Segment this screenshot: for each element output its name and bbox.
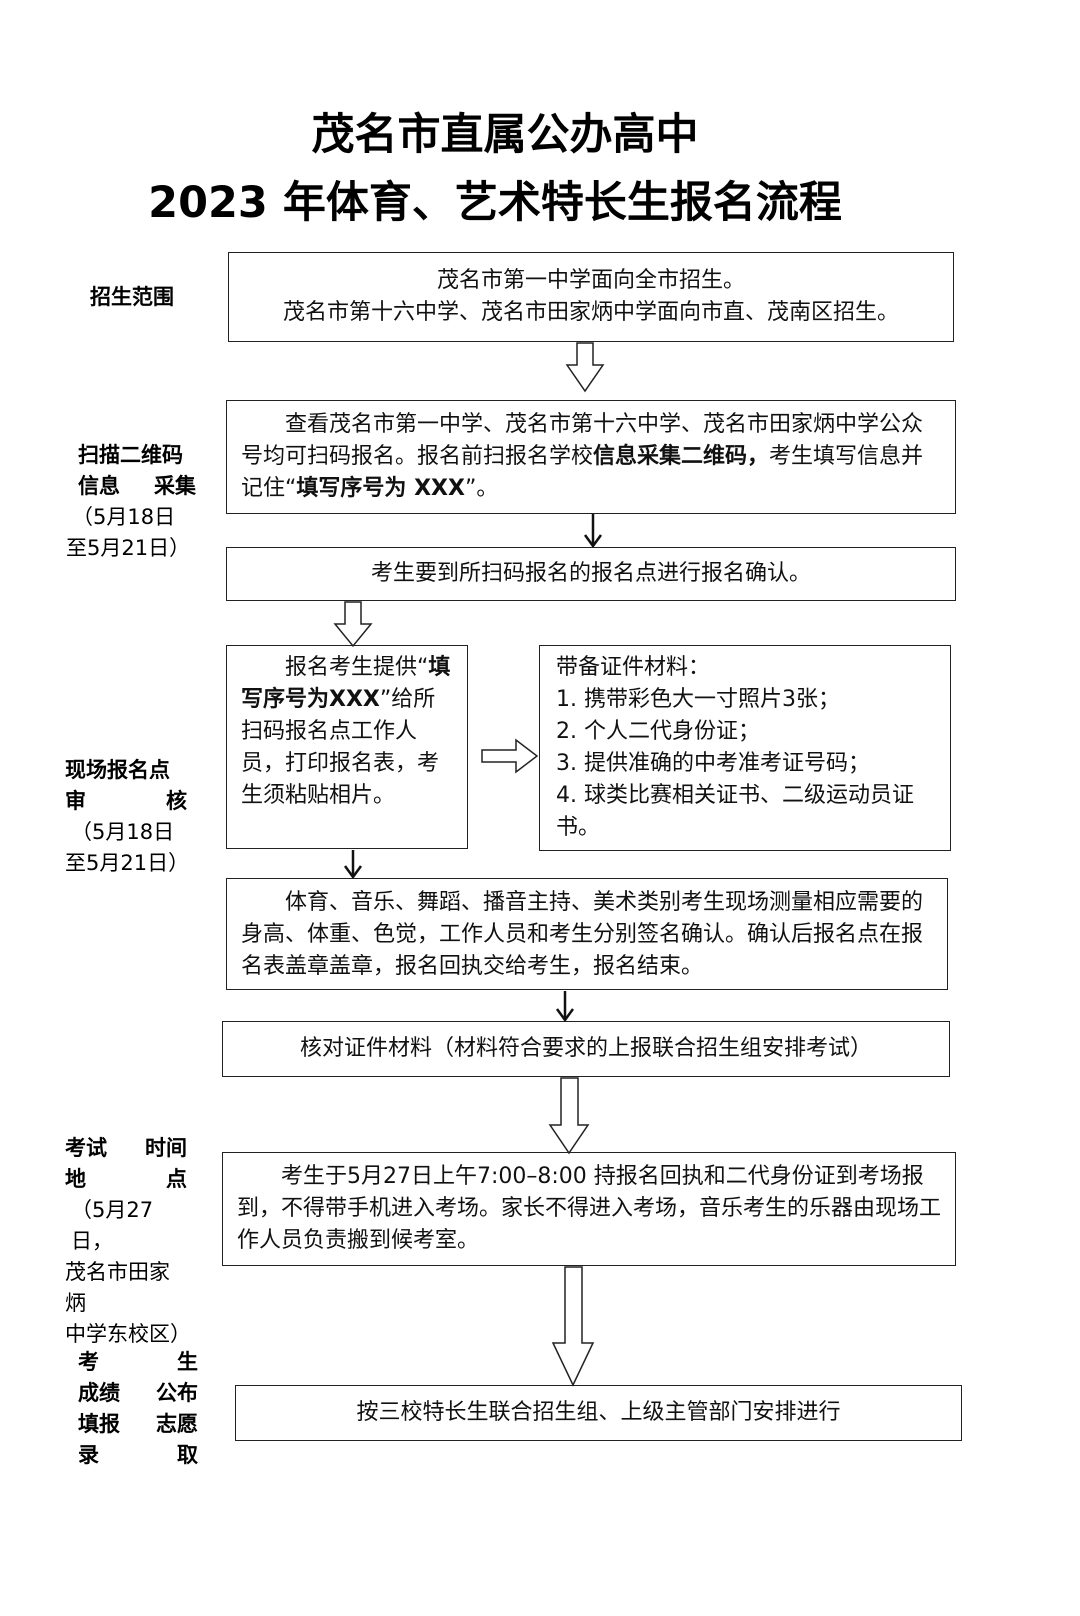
label-result-line1: 考 生 — [78, 1347, 198, 1378]
label-result-word2: 生 — [177, 1350, 198, 1374]
label-scan-date1: （5月18日 — [72, 505, 176, 529]
box-scope-line1: 茂名市第一中学面向全市招生。 — [436, 268, 745, 293]
label-audit-line2: 审 核 — [65, 786, 187, 817]
box-verify: 核对证件材料（材料符合要求的上报联合招生组安排考试） — [222, 1021, 950, 1077]
materials-title: 带备证件材料： — [556, 655, 711, 680]
arrow-hollow-down-icon — [565, 342, 605, 393]
box-scope-line2: 茂名市第十六中学、茂名市田家炳中学面向市直、茂南区招生。 — [282, 300, 899, 325]
materials-item-4: 4. 球类比赛相关证书、二级运动员证书。 — [556, 783, 914, 840]
materials-item-3: 3. 提供准确的中考准考证号码； — [556, 751, 870, 776]
label-scan-date2: 至5月21日） — [66, 536, 191, 560]
label-result-word8: 取 — [177, 1443, 198, 1467]
box-verify-text: 核对证件材料（材料符合要求的上报联合招生组安排考试） — [299, 1036, 872, 1061]
label-exam-word3: 地 — [65, 1167, 86, 1191]
arrow-hollow-right-icon — [481, 738, 539, 774]
label-exam-line2: 地 点 — [65, 1164, 187, 1195]
label-exam-line1: 考试 时间 — [65, 1133, 187, 1164]
page-title-line1: 茂名市直属公办高中 — [311, 110, 699, 160]
label-result-line2: 成绩 公布 — [78, 1378, 198, 1409]
label-result-line3: 填报 志愿 — [78, 1409, 198, 1440]
label-exam-word4: 点 — [166, 1167, 187, 1191]
label-audit: 现场报名点 审 核 （5月18日 至5月21日） — [65, 755, 190, 879]
label-exam-date2: 茂名市田家炳 — [65, 1260, 170, 1315]
label-result: 考 生 成绩 公布 填报 志愿 录 取 — [78, 1347, 198, 1471]
label-audit-date1: （5月18日 — [71, 820, 175, 844]
label-scan: 扫描二维码 信息 采集 （5月18日 至5月21日） — [66, 440, 196, 564]
box-exam: 考生于5月27日上午7:00–8:00 持报名回执和二代身份证到考场报到，不得带… — [222, 1152, 956, 1266]
arrow-hollow-down-icon — [333, 601, 373, 648]
box-confirm-text: 考生要到所扫码报名的报名点进行报名确认。 — [370, 561, 811, 586]
box-measure: 体育、音乐、舞蹈、播音主持、美术类别考生现场测量相应需要的身高、体重、色觉，工作… — [226, 878, 948, 990]
label-scope: 招生范围 — [90, 285, 174, 309]
label-audit-line1: 现场报名点 — [65, 758, 170, 782]
arrow-hollow-down-icon — [548, 1077, 590, 1155]
materials-item-1: 1. 携带彩色大一寸照片3张； — [556, 687, 840, 712]
page-title-line2: 2023 年体育、艺术特长生报名流程 — [148, 178, 842, 228]
box-scan: 查看茂名市第一中学、茂名市第十六中学、茂名市田家炳中学公众号均可扫码报名。报名前… — [226, 400, 956, 514]
label-exam-date1: （5月27日， — [71, 1198, 154, 1253]
label-audit-word1: 审 — [65, 789, 86, 813]
materials-item-2: 2. 个人二代身份证； — [556, 719, 760, 744]
label-result-word1: 考 — [78, 1350, 99, 1374]
label-scan-word2: 采集 — [154, 474, 196, 498]
label-audit-word2: 核 — [166, 789, 187, 813]
box-measure-text: 体育、音乐、舞蹈、播音主持、美术类别考生现场测量相应需要的身高、体重、色觉，工作… — [241, 890, 924, 979]
label-scan-line2: 信息 采集 — [78, 471, 196, 502]
label-result-word6: 志愿 — [156, 1412, 198, 1436]
label-scan-word1: 信息 — [78, 474, 120, 498]
label-result-word4: 公布 — [156, 1381, 198, 1405]
label-exam-word1: 考试 — [65, 1136, 107, 1160]
label-result-line4: 录 取 — [78, 1440, 198, 1471]
label-result-word5: 填报 — [78, 1412, 120, 1436]
label-result-word3: 成绩 — [78, 1381, 120, 1405]
box-provide-text: 报名考生提供“填写序号为XXX”给所扫码报名点工作人员，打印报名表，考生须粘贴相… — [241, 655, 451, 808]
box-scan-text: 查看茂名市第一中学、茂名市第十六中学、茂名市田家炳中学公众号均可扫码报名。报名前… — [241, 412, 924, 501]
box-final: 按三校特长生联合招生组、上级主管部门安排进行 — [235, 1385, 962, 1441]
label-exam-word2: 时间 — [145, 1136, 187, 1160]
box-confirm: 考生要到所扫码报名的报名点进行报名确认。 — [226, 547, 956, 601]
box-exam-text: 考生于5月27日上午7:00–8:00 持报名回执和二代身份证到考场报到，不得带… — [237, 1164, 942, 1253]
label-result-word7: 录 — [78, 1443, 99, 1467]
box-materials: 带备证件材料： 1. 携带彩色大一寸照片3张； 2. 个人二代身份证； 3. 提… — [539, 645, 951, 851]
label-exam: 考试 时间 地 点 （5月27日， 茂名市田家炳 中学东校区） — [65, 1133, 191, 1350]
arrow-hollow-down-icon — [551, 1266, 595, 1387]
box-scope: 茂名市第一中学面向全市招生。 茂名市第十六中学、茂名市田家炳中学面向市直、茂南区… — [228, 252, 954, 342]
label-scan-line1: 扫描二维码 — [78, 443, 183, 467]
label-exam-date3: 中学东校区） — [65, 1322, 191, 1346]
box-final-text: 按三校特长生联合招生组、上级主管部门安排进行 — [356, 1400, 841, 1425]
box-provide: 报名考生提供“填写序号为XXX”给所扫码报名点工作人员，打印报名表，考生须粘贴相… — [226, 645, 468, 849]
label-audit-date2: 至5月21日） — [65, 851, 190, 875]
